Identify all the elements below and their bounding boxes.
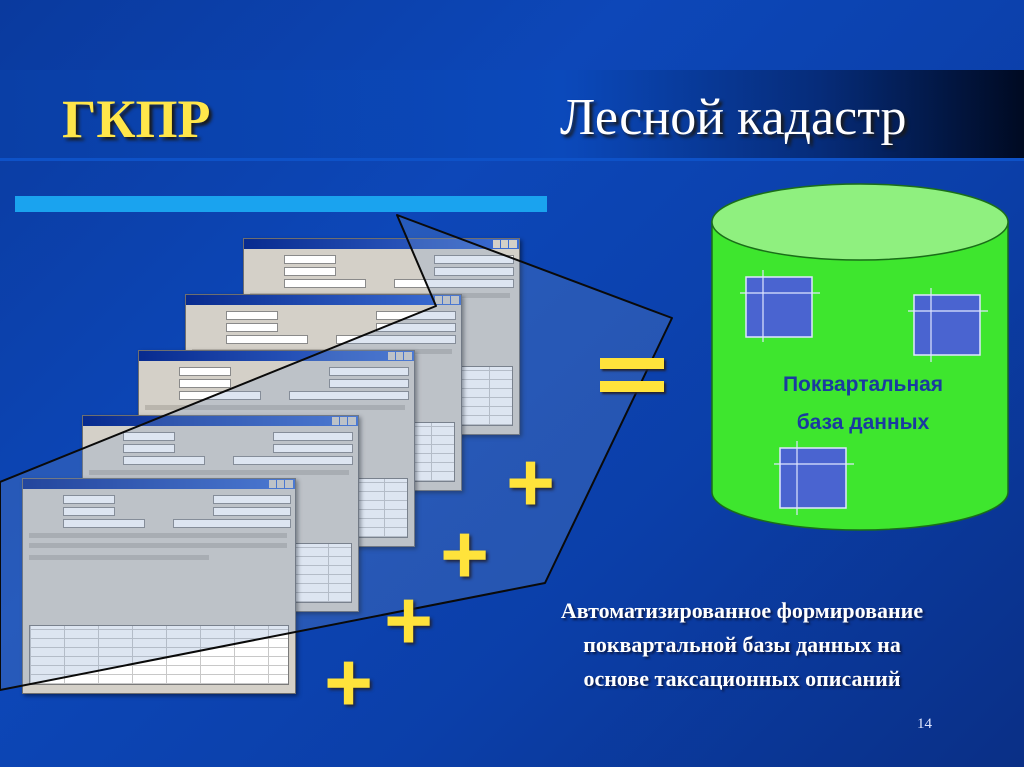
equals-sign [600, 358, 664, 404]
table-icon [908, 288, 988, 362]
window-title-bar [139, 351, 414, 361]
window-title-bar [23, 479, 295, 489]
plus-sign: + [506, 435, 556, 529]
plus-sign: + [324, 635, 374, 729]
plus-sign: + [440, 507, 490, 601]
title-band [0, 70, 1024, 160]
title-band-edge [0, 158, 1024, 161]
page-number: 14 [917, 716, 932, 732]
table-icon [740, 270, 820, 342]
window-title-bar [186, 295, 461, 305]
accent-strip [15, 196, 547, 212]
table-icon [774, 441, 854, 515]
description-text: Автоматизированное формирование покварта… [468, 594, 1016, 696]
description-line: Автоматизированное формирование [560, 598, 924, 623]
db-label-line2: база данных [796, 411, 930, 434]
window-title-bar [244, 239, 519, 249]
description-line: поквартальной базы данных на [583, 632, 901, 657]
plus-sign: + [384, 573, 434, 667]
slide-title-main: Лесной кадастр [560, 89, 907, 146]
window-screenshot-front [22, 478, 296, 694]
database-cylinder-icon [711, 183, 1009, 531]
slide-title-abbrev: ГКПР [62, 89, 211, 149]
db-label-line1: Поквартальная [782, 373, 944, 396]
description-line: основе таксационных описаний [583, 666, 901, 691]
window-title-bar [83, 416, 358, 426]
